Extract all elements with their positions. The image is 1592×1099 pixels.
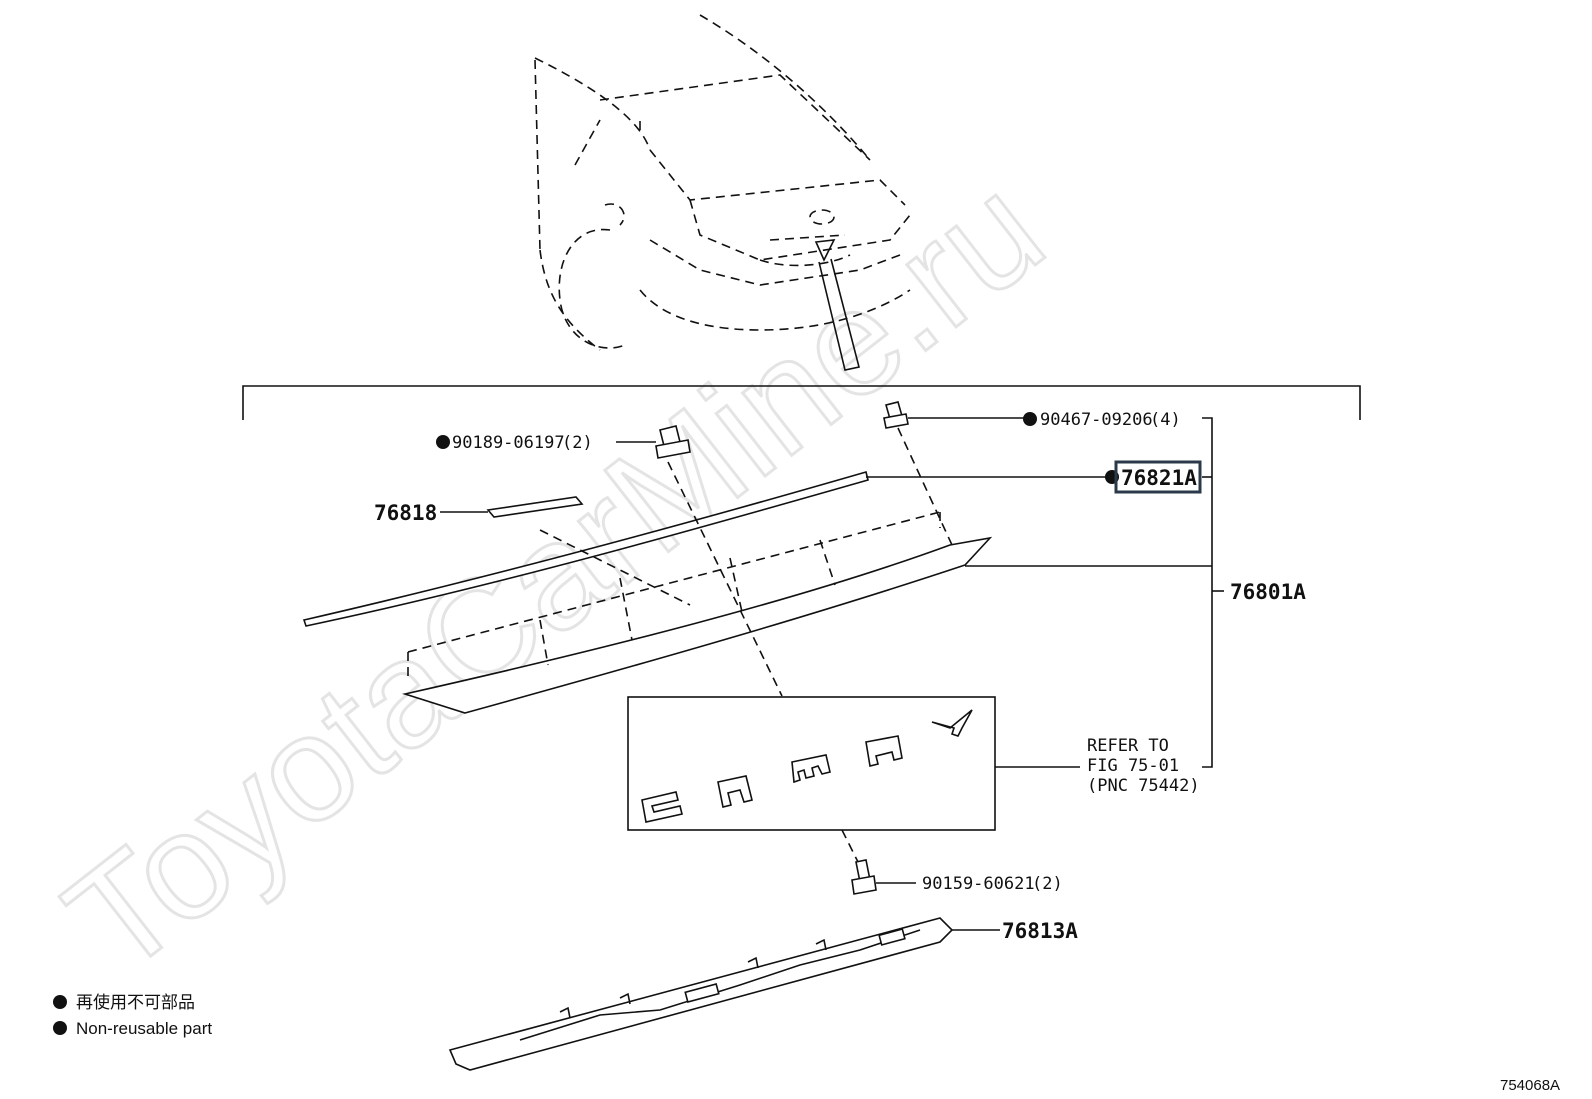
- callout-76813A[interactable]: 76813A: [1002, 919, 1078, 943]
- lower-garnish-76813A: [448, 917, 954, 1071]
- part-code: 76801A: [1230, 580, 1306, 604]
- location-arrow: [814, 239, 860, 371]
- camry-emblem-letters: [641, 709, 973, 823]
- highlight-box: [1114, 460, 1202, 494]
- emblem-box: [627, 696, 996, 831]
- car-rear-illustration: [534, 14, 911, 351]
- part-qty: (2): [1032, 874, 1063, 894]
- callout-90159[interactable]: 90159-60621 (2): [922, 874, 1063, 894]
- pad-76818: [486, 496, 584, 518]
- assembly-bracket: [242, 385, 1361, 420]
- part-code: 90467-09206: [1040, 410, 1153, 430]
- callout-76801A[interactable]: 76801A: [1230, 580, 1306, 604]
- legend-bullet-icon: [53, 1021, 67, 1035]
- part-qty: (2): [562, 433, 593, 453]
- part-code: 90159-60621: [922, 874, 1035, 894]
- callout-90189[interactable]: 90189-06197 (2): [436, 433, 593, 453]
- clip-90189-icon: [655, 425, 691, 459]
- non-reusable-marker-icon: [436, 435, 450, 449]
- part-code: 76821A: [1121, 466, 1197, 490]
- callout-76821A[interactable]: 76821A: [1105, 460, 1202, 494]
- refer-line1: REFER TO: [1087, 736, 1169, 756]
- moulding-strip-76821A: [302, 471, 869, 627]
- callout-90467[interactable]: 90467-09206 (4): [1023, 410, 1181, 430]
- part-code: 76818: [374, 501, 437, 525]
- legend-jp: 再使用不可部品: [76, 992, 195, 1012]
- non-reusable-marker-icon: [1023, 412, 1037, 426]
- figure-id: 754068A: [1500, 1077, 1560, 1094]
- legend-bullet-icon: [53, 995, 67, 1009]
- callout-76818[interactable]: 76818: [374, 501, 437, 525]
- garnish-76801A: [401, 536, 993, 714]
- refer-note[interactable]: REFER TO FIG 75-01 (PNC 75442): [1087, 736, 1200, 796]
- refer-line3: (PNC 75442): [1087, 776, 1200, 796]
- legend: 再使用不可部品 Non-reusable part: [53, 992, 212, 1038]
- part-code: 90189-06197: [452, 433, 565, 453]
- part-code: 76813A: [1002, 919, 1078, 943]
- part-qty: (4): [1150, 410, 1181, 430]
- clip-90467-icon: [883, 401, 909, 429]
- refer-line2: FIG 75-01: [1087, 756, 1179, 776]
- legend-en: Non-reusable part: [76, 1019, 212, 1038]
- bolt-90159-icon: [851, 859, 877, 895]
